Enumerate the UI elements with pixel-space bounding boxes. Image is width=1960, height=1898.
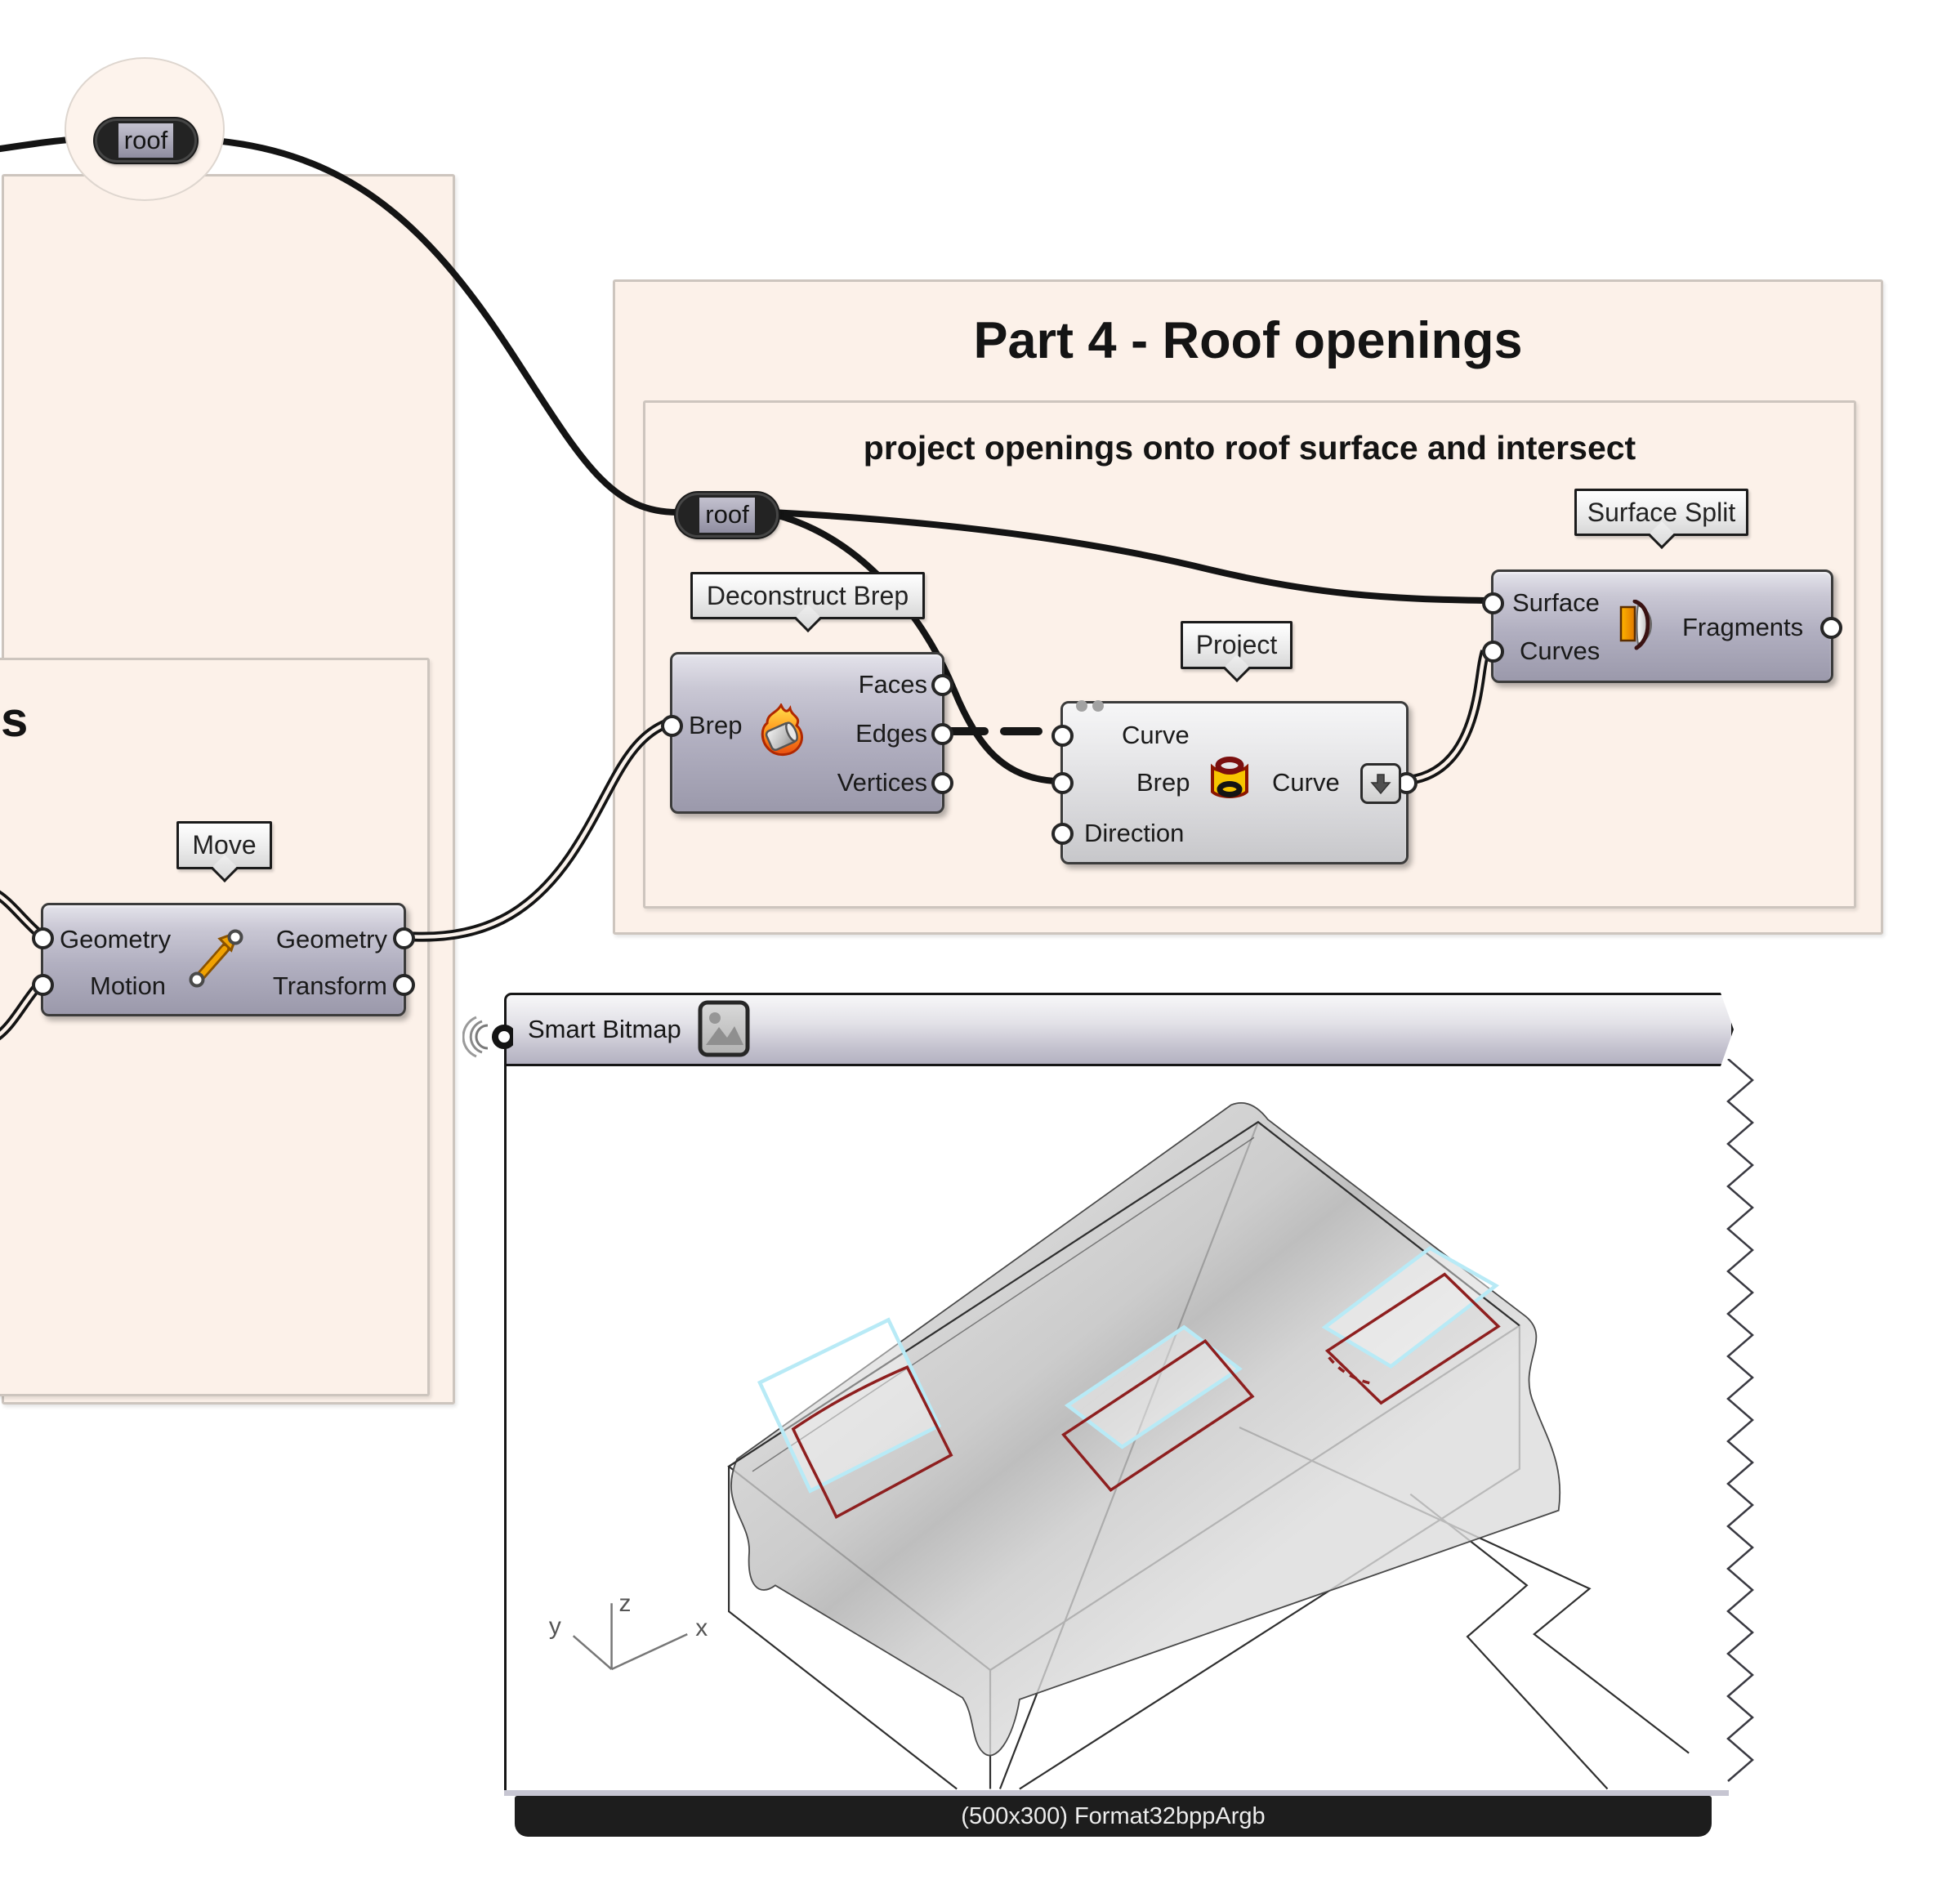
tooltip-surface-split: Surface Split	[1574, 489, 1748, 536]
move-input-geometry-label: Geometry	[60, 925, 172, 953]
group-left-label: s	[1, 692, 29, 747]
part4-subtitle: project openings onto roof surface and i…	[863, 429, 1636, 467]
tooltip-project: Project	[1181, 621, 1293, 669]
dbrep-output-vertices-label: Vertices	[837, 768, 927, 797]
roof-pill-label: roof	[118, 123, 173, 159]
dbrep-output-edges-label: Edges	[855, 719, 927, 748]
smart-bitmap-status-bar: (500x300) Format32bppArgb	[515, 1796, 1712, 1837]
project-grip-dot	[1076, 700, 1087, 712]
3d-roof-preview: y z x	[549, 1102, 1690, 1790]
download-arrow-button[interactable]	[1360, 763, 1401, 804]
smart-bitmap-titlebar[interactable]: Smart Bitmap	[504, 993, 1734, 1066]
ssplit-output-fragments-label: Fragments	[1682, 613, 1804, 641]
project-input-direction-label: Direction	[1084, 819, 1185, 847]
move-input-motion-label: Motion	[90, 971, 167, 1000]
dbrep-input-brep-label: Brep	[689, 711, 743, 739]
smart-bitmap-title: Smart Bitmap	[528, 1015, 681, 1043]
ssplit-curves-in-port[interactable]	[1482, 641, 1504, 663]
tooltip-deconstruct-brep: Deconstruct Brep	[690, 572, 925, 619]
smart-bitmap-bottom-strip	[504, 1790, 1729, 1796]
tooltip-move-text: Move	[192, 830, 257, 860]
axis-label-y: y	[549, 1613, 561, 1640]
dbrep-edges-out-port[interactable]	[931, 723, 953, 745]
component-deconstruct-brep[interactable]: Brep Faces Edges Vertices	[661, 652, 953, 814]
component-project[interactable]: Curve Brep Direction Curve	[1051, 700, 1418, 864]
project-input-curve-label: Curve	[1122, 721, 1190, 749]
ssplit-input-curves-label: Curves	[1520, 636, 1601, 665]
project-direction-in-port[interactable]	[1051, 823, 1074, 845]
axis-label-x: x	[695, 1614, 708, 1641]
ssplit-fragments-out-port[interactable]	[1820, 617, 1842, 639]
component-move[interactable]: Geometry Motion Geometry Transform	[32, 903, 415, 1016]
move-motion-in-port[interactable]	[32, 974, 54, 996]
group-left-inner[interactable]: s	[0, 658, 430, 1396]
project-brep-in-port[interactable]	[1051, 772, 1074, 794]
axis-label-z: z	[619, 1590, 632, 1617]
ssplit-input-surface-label: Surface	[1512, 588, 1600, 617]
tooltip-move: Move	[176, 821, 272, 869]
project-input-brep-label: Brep	[1136, 768, 1190, 797]
project-icon	[1211, 757, 1248, 798]
roof-pill-label: roof	[699, 497, 755, 534]
project-curve-in-port[interactable]	[1051, 725, 1074, 747]
surface-split-icon	[1619, 600, 1653, 650]
component-surface-split[interactable]: Surface Curves Fragments	[1482, 569, 1842, 683]
move-geometry-in-port[interactable]	[32, 927, 54, 949]
roof-param-pill-top[interactable]: roof	[95, 118, 197, 163]
tooltip-ssplit-text: Surface Split	[1587, 497, 1736, 527]
move-arrow-icon	[189, 929, 243, 988]
move-output-geometry-label: Geometry	[275, 925, 387, 953]
dbrep-output-faces-label: Faces	[858, 670, 927, 699]
roof-openings-cyan	[757, 1246, 1499, 1494]
ssplit-surface-in-port[interactable]	[1482, 592, 1504, 614]
down-arrow-icon	[1370, 774, 1391, 795]
deconstruct-brep-fire-icon	[761, 703, 803, 756]
tooltip-dbrep-text: Deconstruct Brep	[706, 580, 909, 610]
roof-openings-red	[791, 1272, 1501, 1520]
axis-triad	[572, 1603, 688, 1671]
bitmap-size-caption: (500x300) Format32bppArgb	[961, 1802, 1266, 1829]
roof-param-pill-part4[interactable]: roof	[676, 493, 779, 538]
dbrep-vertices-out-port[interactable]	[931, 772, 953, 794]
dbrep-faces-out-port[interactable]	[931, 674, 953, 696]
project-output-curve-label: Curve	[1272, 768, 1340, 797]
project-grip-dot	[1092, 700, 1104, 712]
move-transform-out-port[interactable]	[393, 974, 415, 996]
part4-title: Part 4 - Roof openings	[973, 312, 1523, 369]
move-output-transform-label: Transform	[272, 971, 387, 1000]
tooltip-project-text: Project	[1195, 630, 1278, 659]
move-geometry-out-port[interactable]	[393, 927, 415, 949]
bitmap-icon[interactable]	[697, 999, 751, 1058]
torn-edge	[1726, 1059, 1754, 1782]
dbrep-brep-in-port[interactable]	[661, 715, 683, 737]
smart-bitmap-wireless-port-icon[interactable]	[462, 1010, 513, 1064]
